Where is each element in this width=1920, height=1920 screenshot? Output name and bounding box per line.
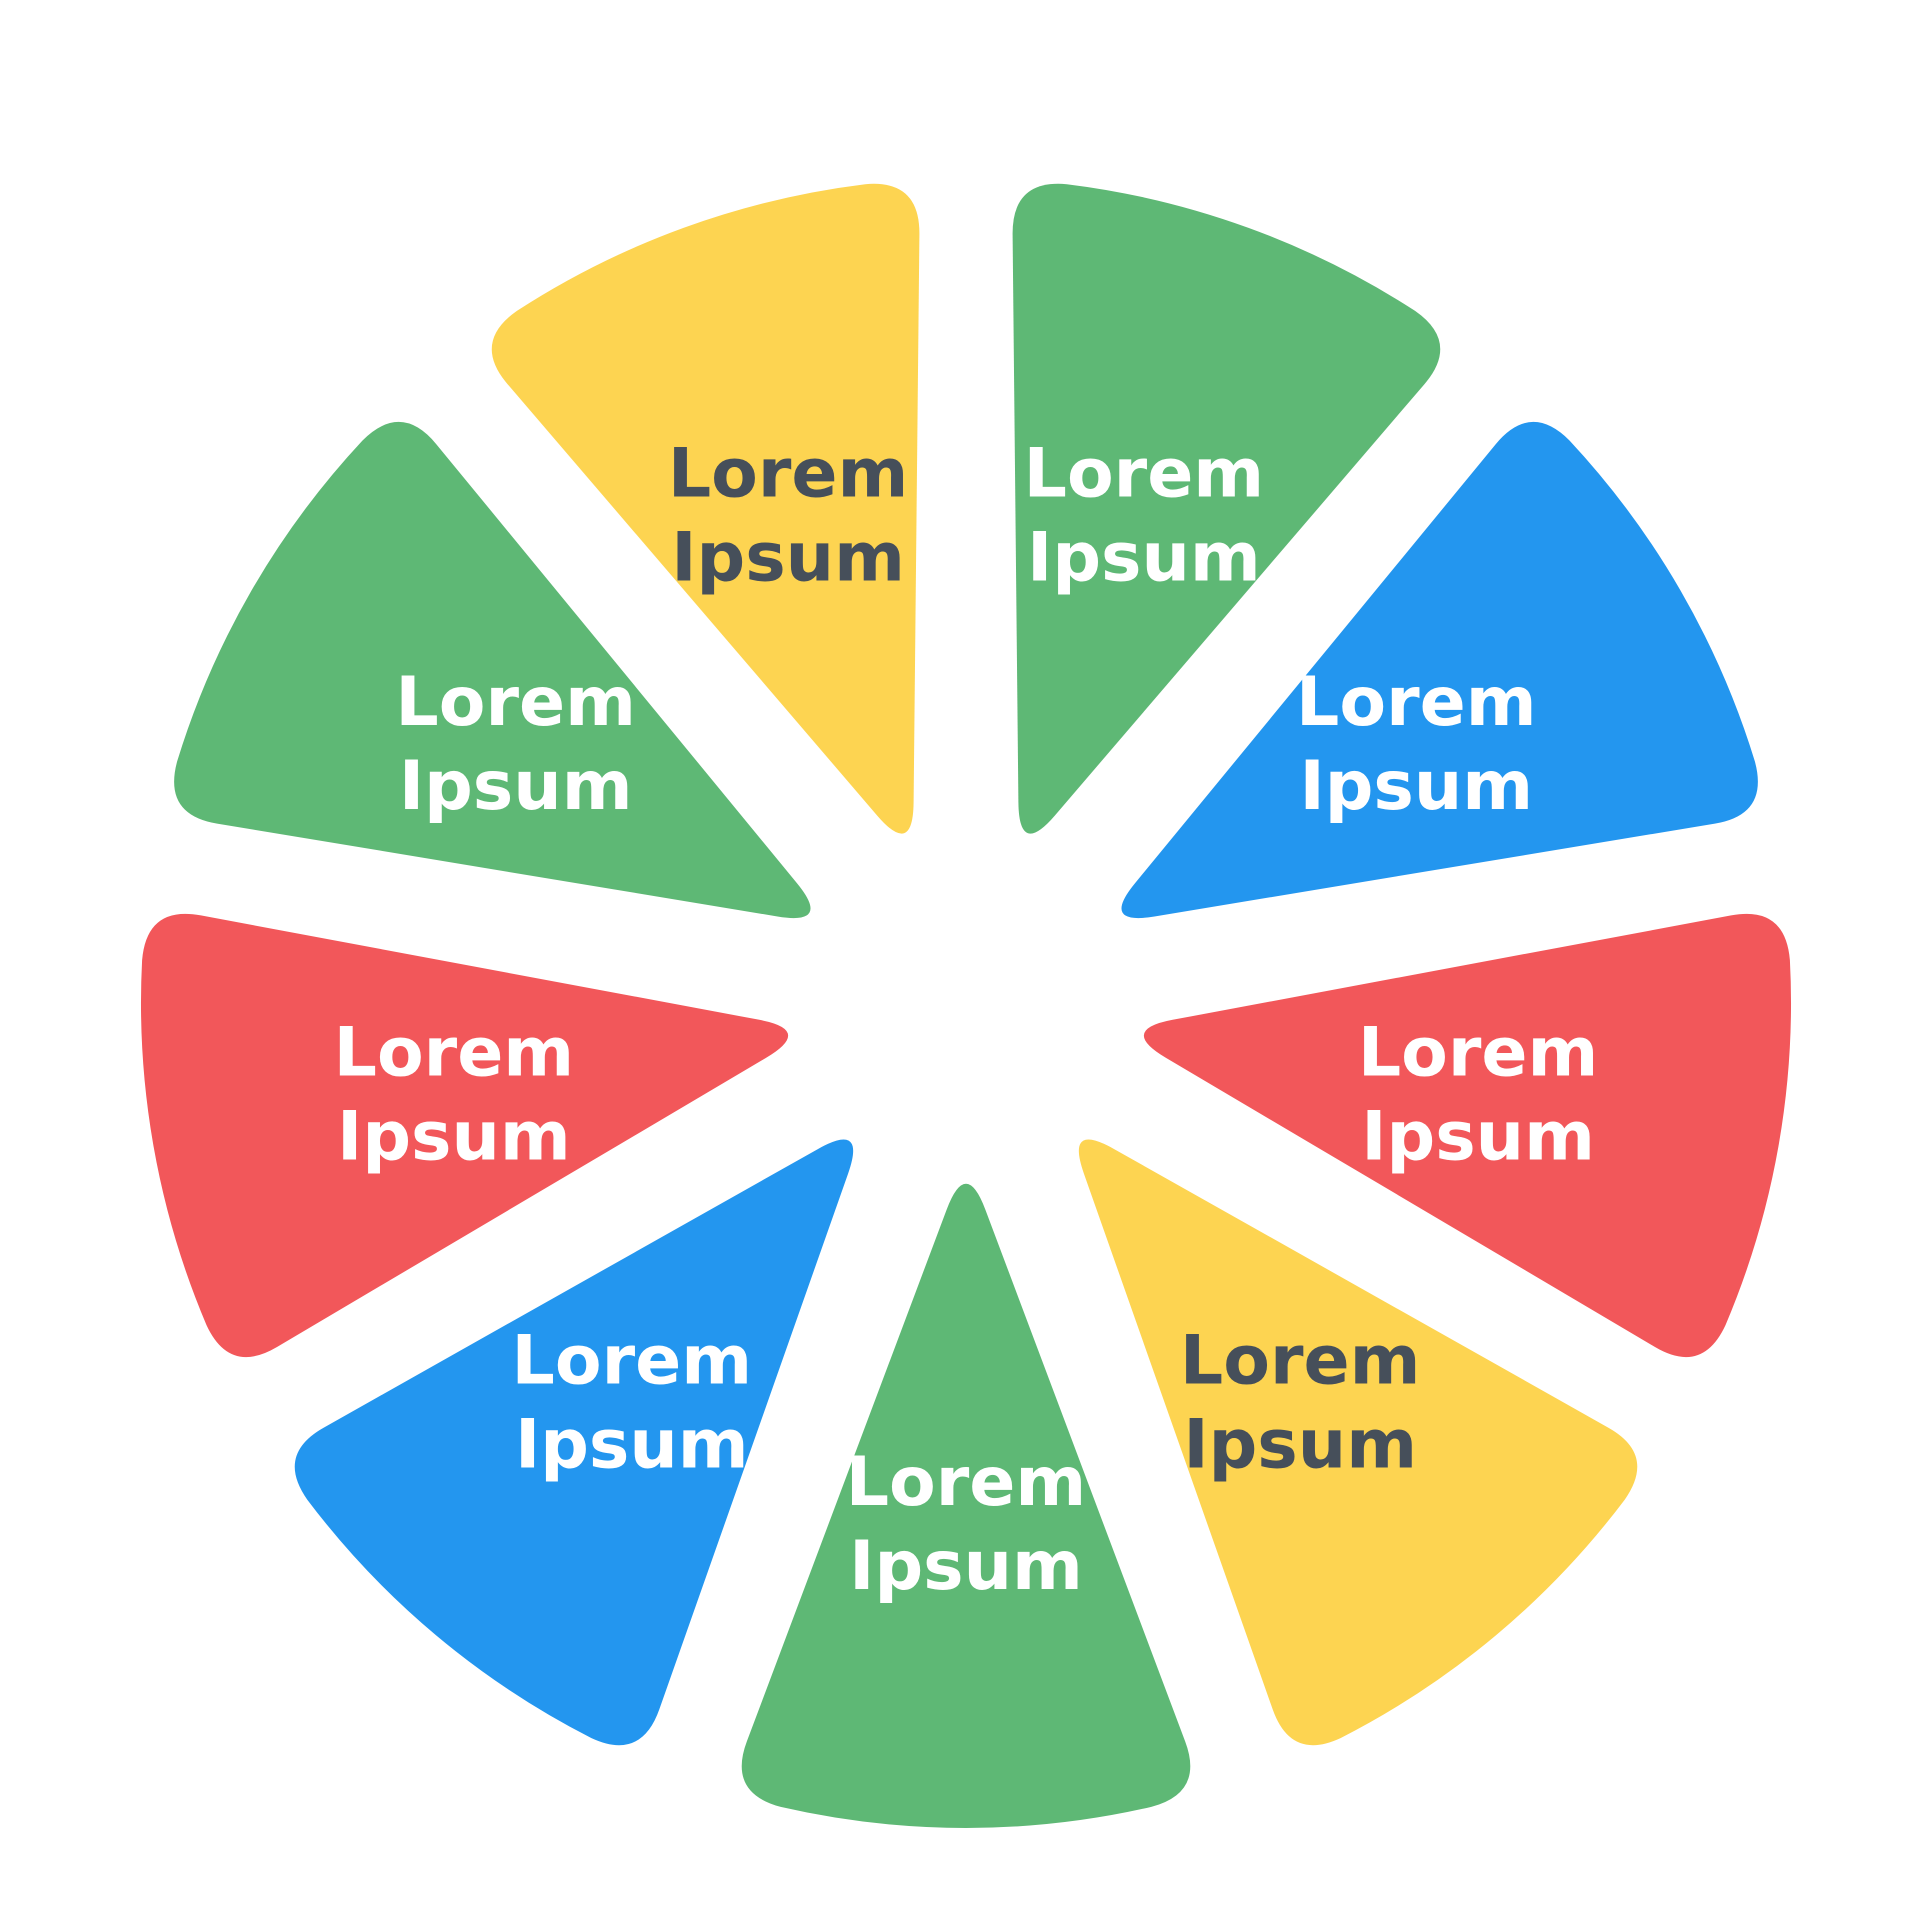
segment-shape <box>294 1139 854 1746</box>
segment-label-line1: Lorem <box>1180 1321 1421 1400</box>
segment-shape <box>174 421 811 919</box>
segment-shape <box>1121 421 1758 919</box>
segment-shape <box>1012 183 1441 834</box>
segment-label-line1: Lorem <box>334 1013 575 1092</box>
segment-shape <box>1143 913 1792 1358</box>
segment-label-line2: Ipsum <box>849 1527 1083 1606</box>
segment-label-line2: Ipsum <box>399 747 633 826</box>
segment-label-line1: Lorem <box>512 1321 753 1400</box>
segment-label-line2: Ipsum <box>1361 1097 1595 1176</box>
segment-label-line1: Lorem <box>1296 663 1537 742</box>
segment-shape <box>1078 1139 1638 1746</box>
segment-label-line1: Lorem <box>1024 434 1265 513</box>
segment-shape <box>140 913 789 1358</box>
segment-label-line1: Lorem <box>668 434 909 513</box>
segment-shape <box>741 1183 1191 1828</box>
segment-label-line2: Ipsum <box>337 1097 571 1176</box>
segment-label-line2: Ipsum <box>671 518 905 597</box>
segment-label-line2: Ipsum <box>1299 747 1533 826</box>
segment-label-line1: Lorem <box>1358 1013 1599 1092</box>
segment-label-line2: Ipsum <box>1183 1405 1417 1484</box>
segment-label-line1: Lorem <box>846 1443 1087 1522</box>
segment-label-line1: Lorem <box>395 663 636 742</box>
segment-label-line2: Ipsum <box>1027 518 1261 597</box>
segment-label-line2: Ipsum <box>515 1405 749 1484</box>
segment-shape <box>491 183 920 834</box>
